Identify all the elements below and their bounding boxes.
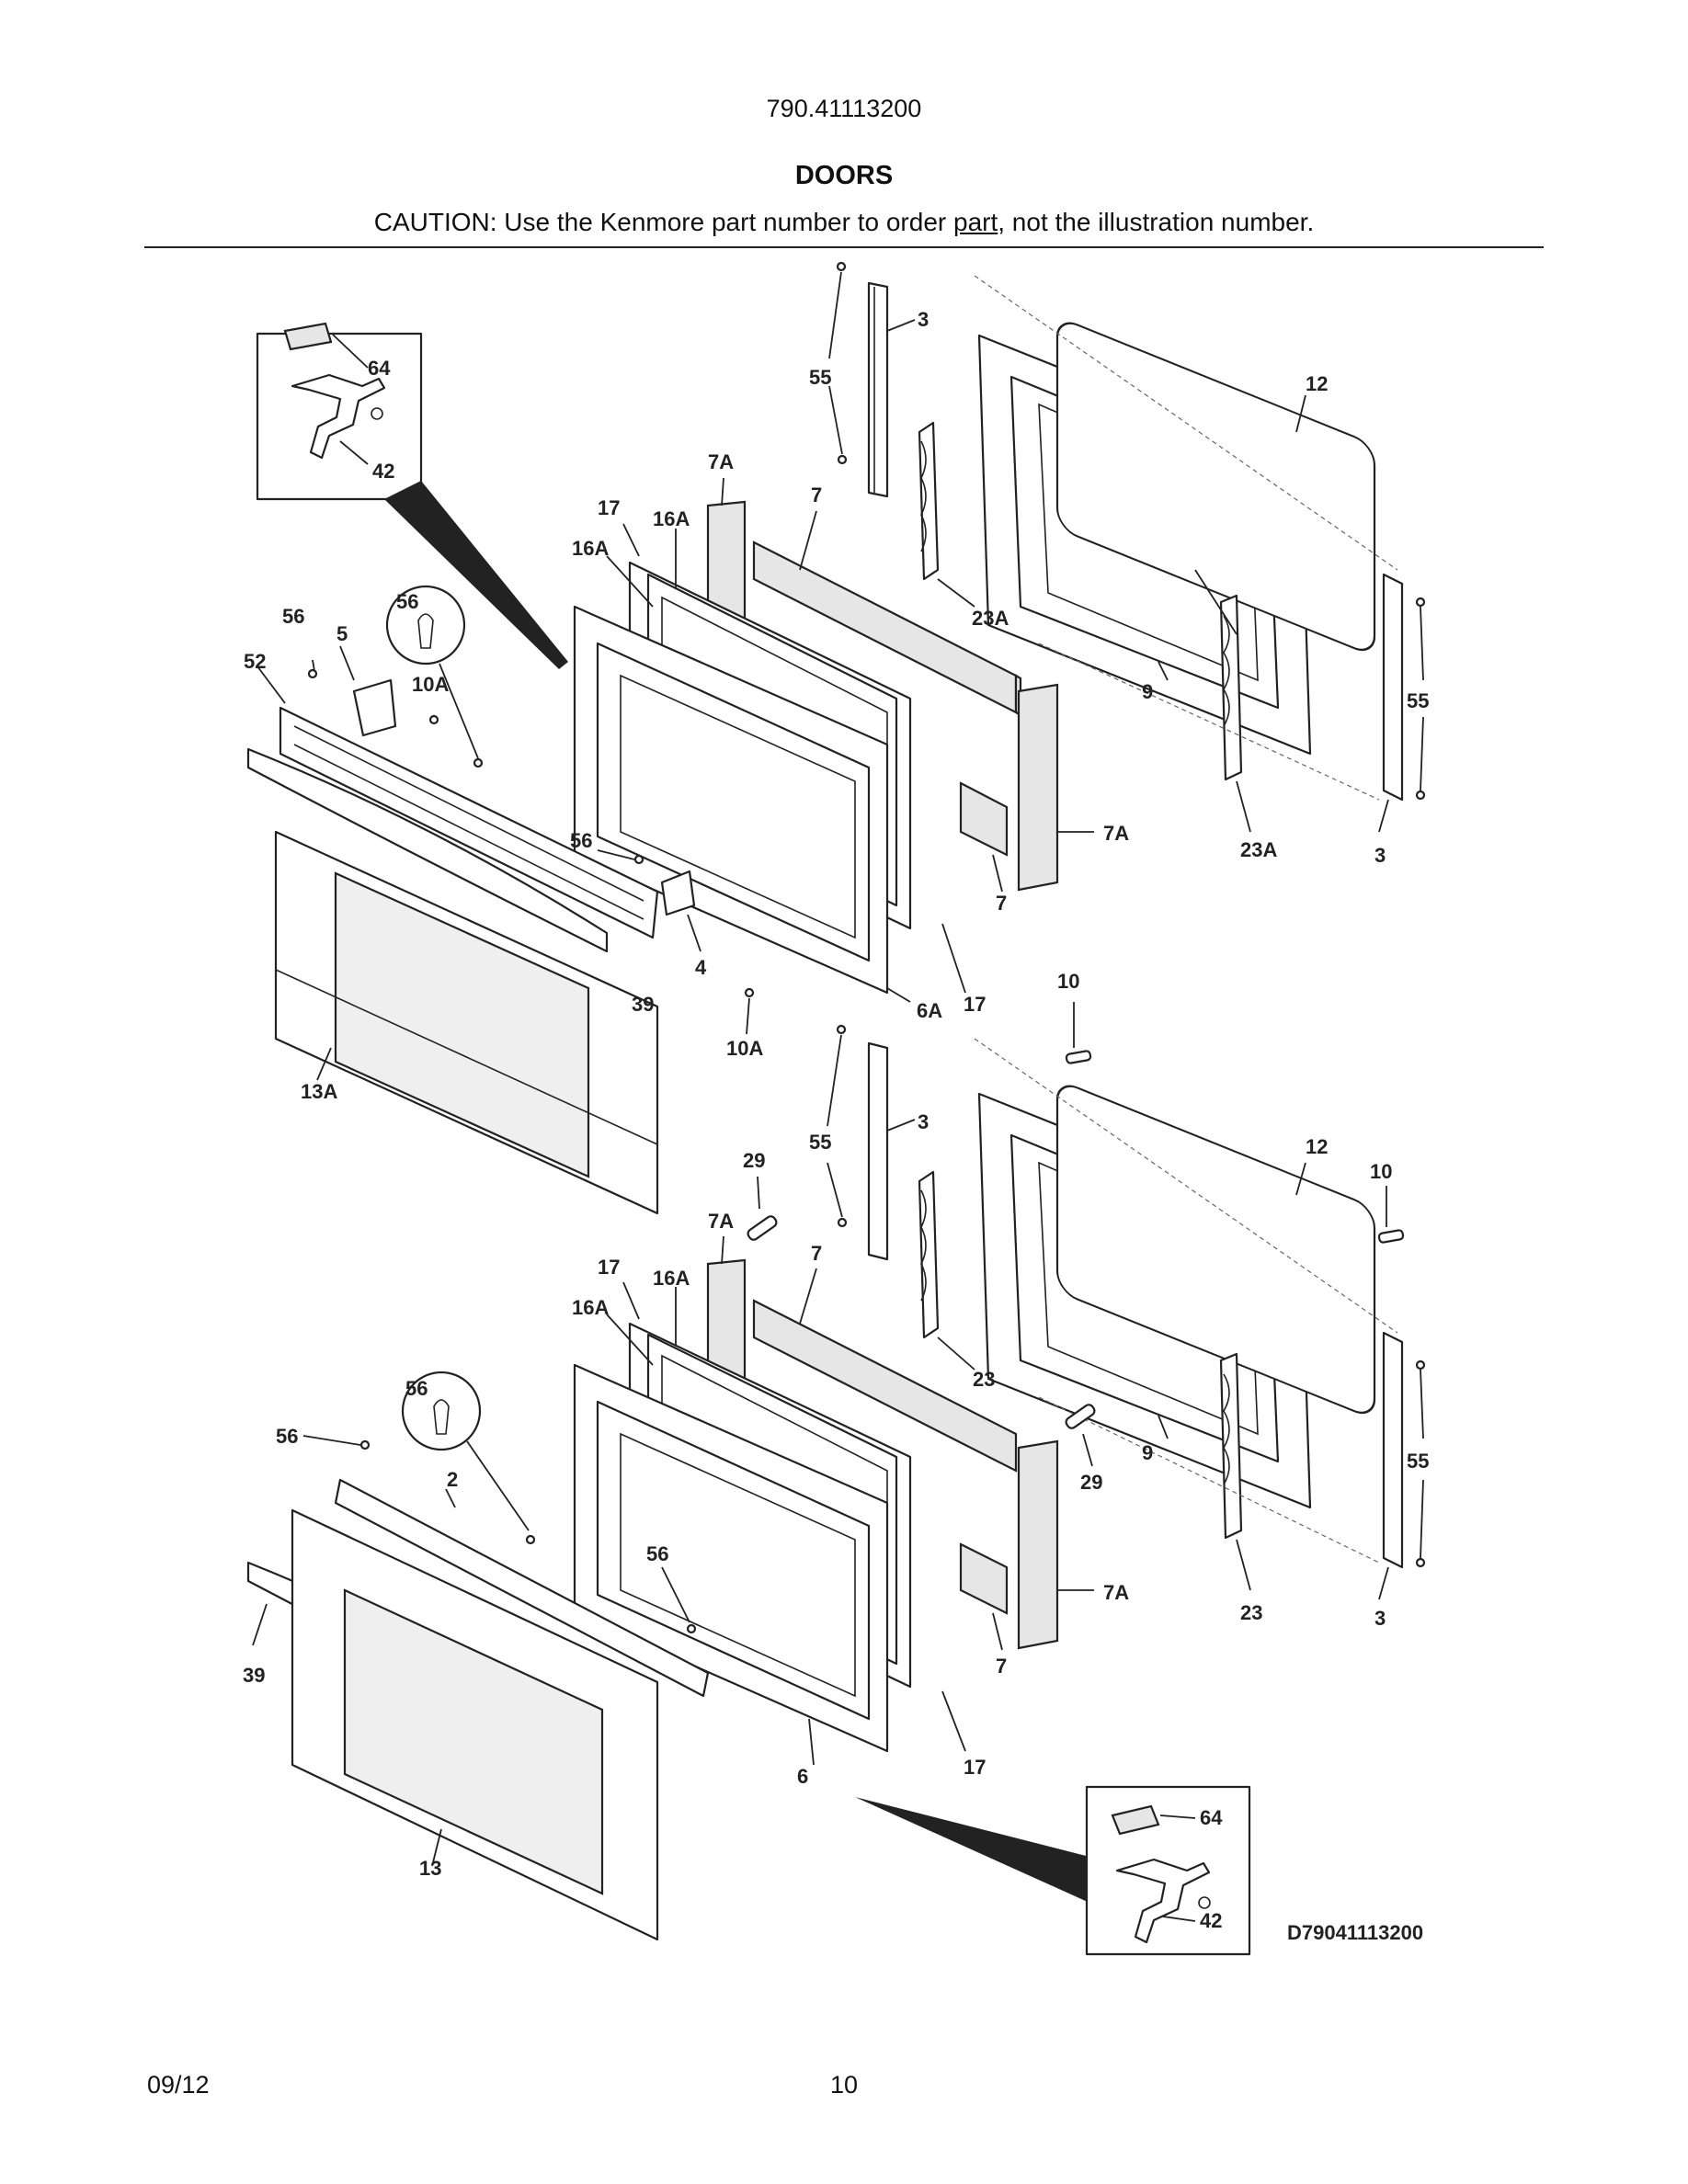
callout-55-lower-right: 55 <box>1407 1450 1429 1473</box>
callout-5: 5 <box>336 622 348 645</box>
callout-4: 4 <box>695 956 707 979</box>
callout-17-lower-top: 17 <box>598 1256 620 1279</box>
callout-3-upper-left: 3 <box>918 308 929 331</box>
diagram-code: D79041113200 <box>1287 1921 1423 1944</box>
callout-3-lower-left: 3 <box>918 1110 929 1133</box>
callout-23-lower-right: 23 <box>1240 1601 1262 1624</box>
callout-56-lower-circle: 56 <box>405 1377 428 1400</box>
header-rule <box>144 246 1544 248</box>
caution-underlined-word: part <box>953 208 998 236</box>
callout-10-upper: 10 <box>1057 970 1079 993</box>
bottom-inset <box>855 1785 1251 1956</box>
callout-55-lower-left: 55 <box>809 1131 831 1154</box>
footer-date: 09/12 <box>147 2071 210 2099</box>
callout-12-lower: 12 <box>1306 1135 1328 1158</box>
callout-29-lower-b: 29 <box>1080 1471 1102 1494</box>
callout-23-lower-left: 23 <box>973 1368 995 1391</box>
callout-10A-upper: 10A <box>412 673 449 696</box>
callout-3-upper-right: 3 <box>1374 844 1386 867</box>
callout-12-upper: 12 <box>1306 372 1328 395</box>
callout-13A: 13A <box>301 1080 337 1103</box>
callout-7A-upper-right: 7A <box>1103 822 1129 845</box>
callout-55-upper-right: 55 <box>1407 689 1429 712</box>
callout-56-lower-mid: 56 <box>646 1542 668 1565</box>
model-number: 790.41113200 <box>766 95 922 122</box>
callout-42-top-inset: 42 <box>372 460 394 483</box>
callout-64-top-inset: 64 <box>368 357 391 380</box>
callout-2: 2 <box>447 1468 458 1491</box>
callout-23A-upper-right: 23A <box>1240 838 1277 861</box>
callout-42-bottom-inset: 42 <box>1200 1909 1222 1932</box>
callout-16A-lower-top: 16A <box>653 1267 690 1290</box>
callout-52: 52 <box>244 650 266 673</box>
callout-7-lower-top: 7 <box>811 1242 822 1265</box>
callout-7A-lower-right: 7A <box>1103 1581 1129 1604</box>
caution-prefix: CAUTION: Use the Kenmore part number to … <box>373 208 953 236</box>
callout-10A-lower: 10A <box>726 1037 763 1060</box>
caution-text: CAUTION: Use the Kenmore part number to … <box>0 208 1688 237</box>
callout-56-lower-left: 56 <box>276 1425 298 1448</box>
callout-56-upper-circle: 56 <box>396 590 418 613</box>
callout-9-lower: 9 <box>1142 1441 1153 1464</box>
callout-17-upper-top: 17 <box>598 496 620 519</box>
callout-23A-upper-left: 23A <box>972 607 1009 630</box>
callout-6A: 6A <box>917 999 942 1022</box>
callout-7A-upper-top: 7A <box>708 450 734 473</box>
callout-16A-lower-left: 16A <box>572 1296 609 1319</box>
callout-16A-upper-left: 16A <box>572 537 609 560</box>
callout-39-lower: 39 <box>243 1664 265 1687</box>
callout-10-lower: 10 <box>1370 1160 1392 1183</box>
callout-7-upper-mid: 7 <box>996 892 1007 915</box>
top-inset <box>256 322 568 669</box>
callout-56-upper: 56 <box>282 605 304 628</box>
callout-39-upper: 39 <box>632 993 654 1016</box>
callout-9-upper: 9 <box>1142 680 1153 703</box>
callout-7-lower-mid: 7 <box>996 1655 1007 1678</box>
callout-6: 6 <box>797 1765 808 1788</box>
callout-7A-lower-top: 7A <box>708 1210 734 1233</box>
callout-29-lower-a: 29 <box>743 1149 765 1172</box>
section-title: DOORS <box>794 161 894 190</box>
footer-page-number: 10 <box>829 2071 859 2099</box>
callout-17-lower-bottom: 17 <box>964 1756 986 1779</box>
callout-55-upper-left: 55 <box>809 366 831 389</box>
callout-13: 13 <box>419 1857 441 1880</box>
callout-7-upper-top: 7 <box>811 483 822 506</box>
caution-suffix: , not the illustration number. <box>998 208 1315 236</box>
callout-56-upper-mid: 56 <box>570 829 592 852</box>
callout-3-lower-right: 3 <box>1374 1607 1386 1630</box>
callout-17-upper-mid: 17 <box>964 993 986 1016</box>
callout-64-bottom-inset: 64 <box>1200 1806 1223 1829</box>
callout-16A-upper-top: 16A <box>653 507 690 530</box>
